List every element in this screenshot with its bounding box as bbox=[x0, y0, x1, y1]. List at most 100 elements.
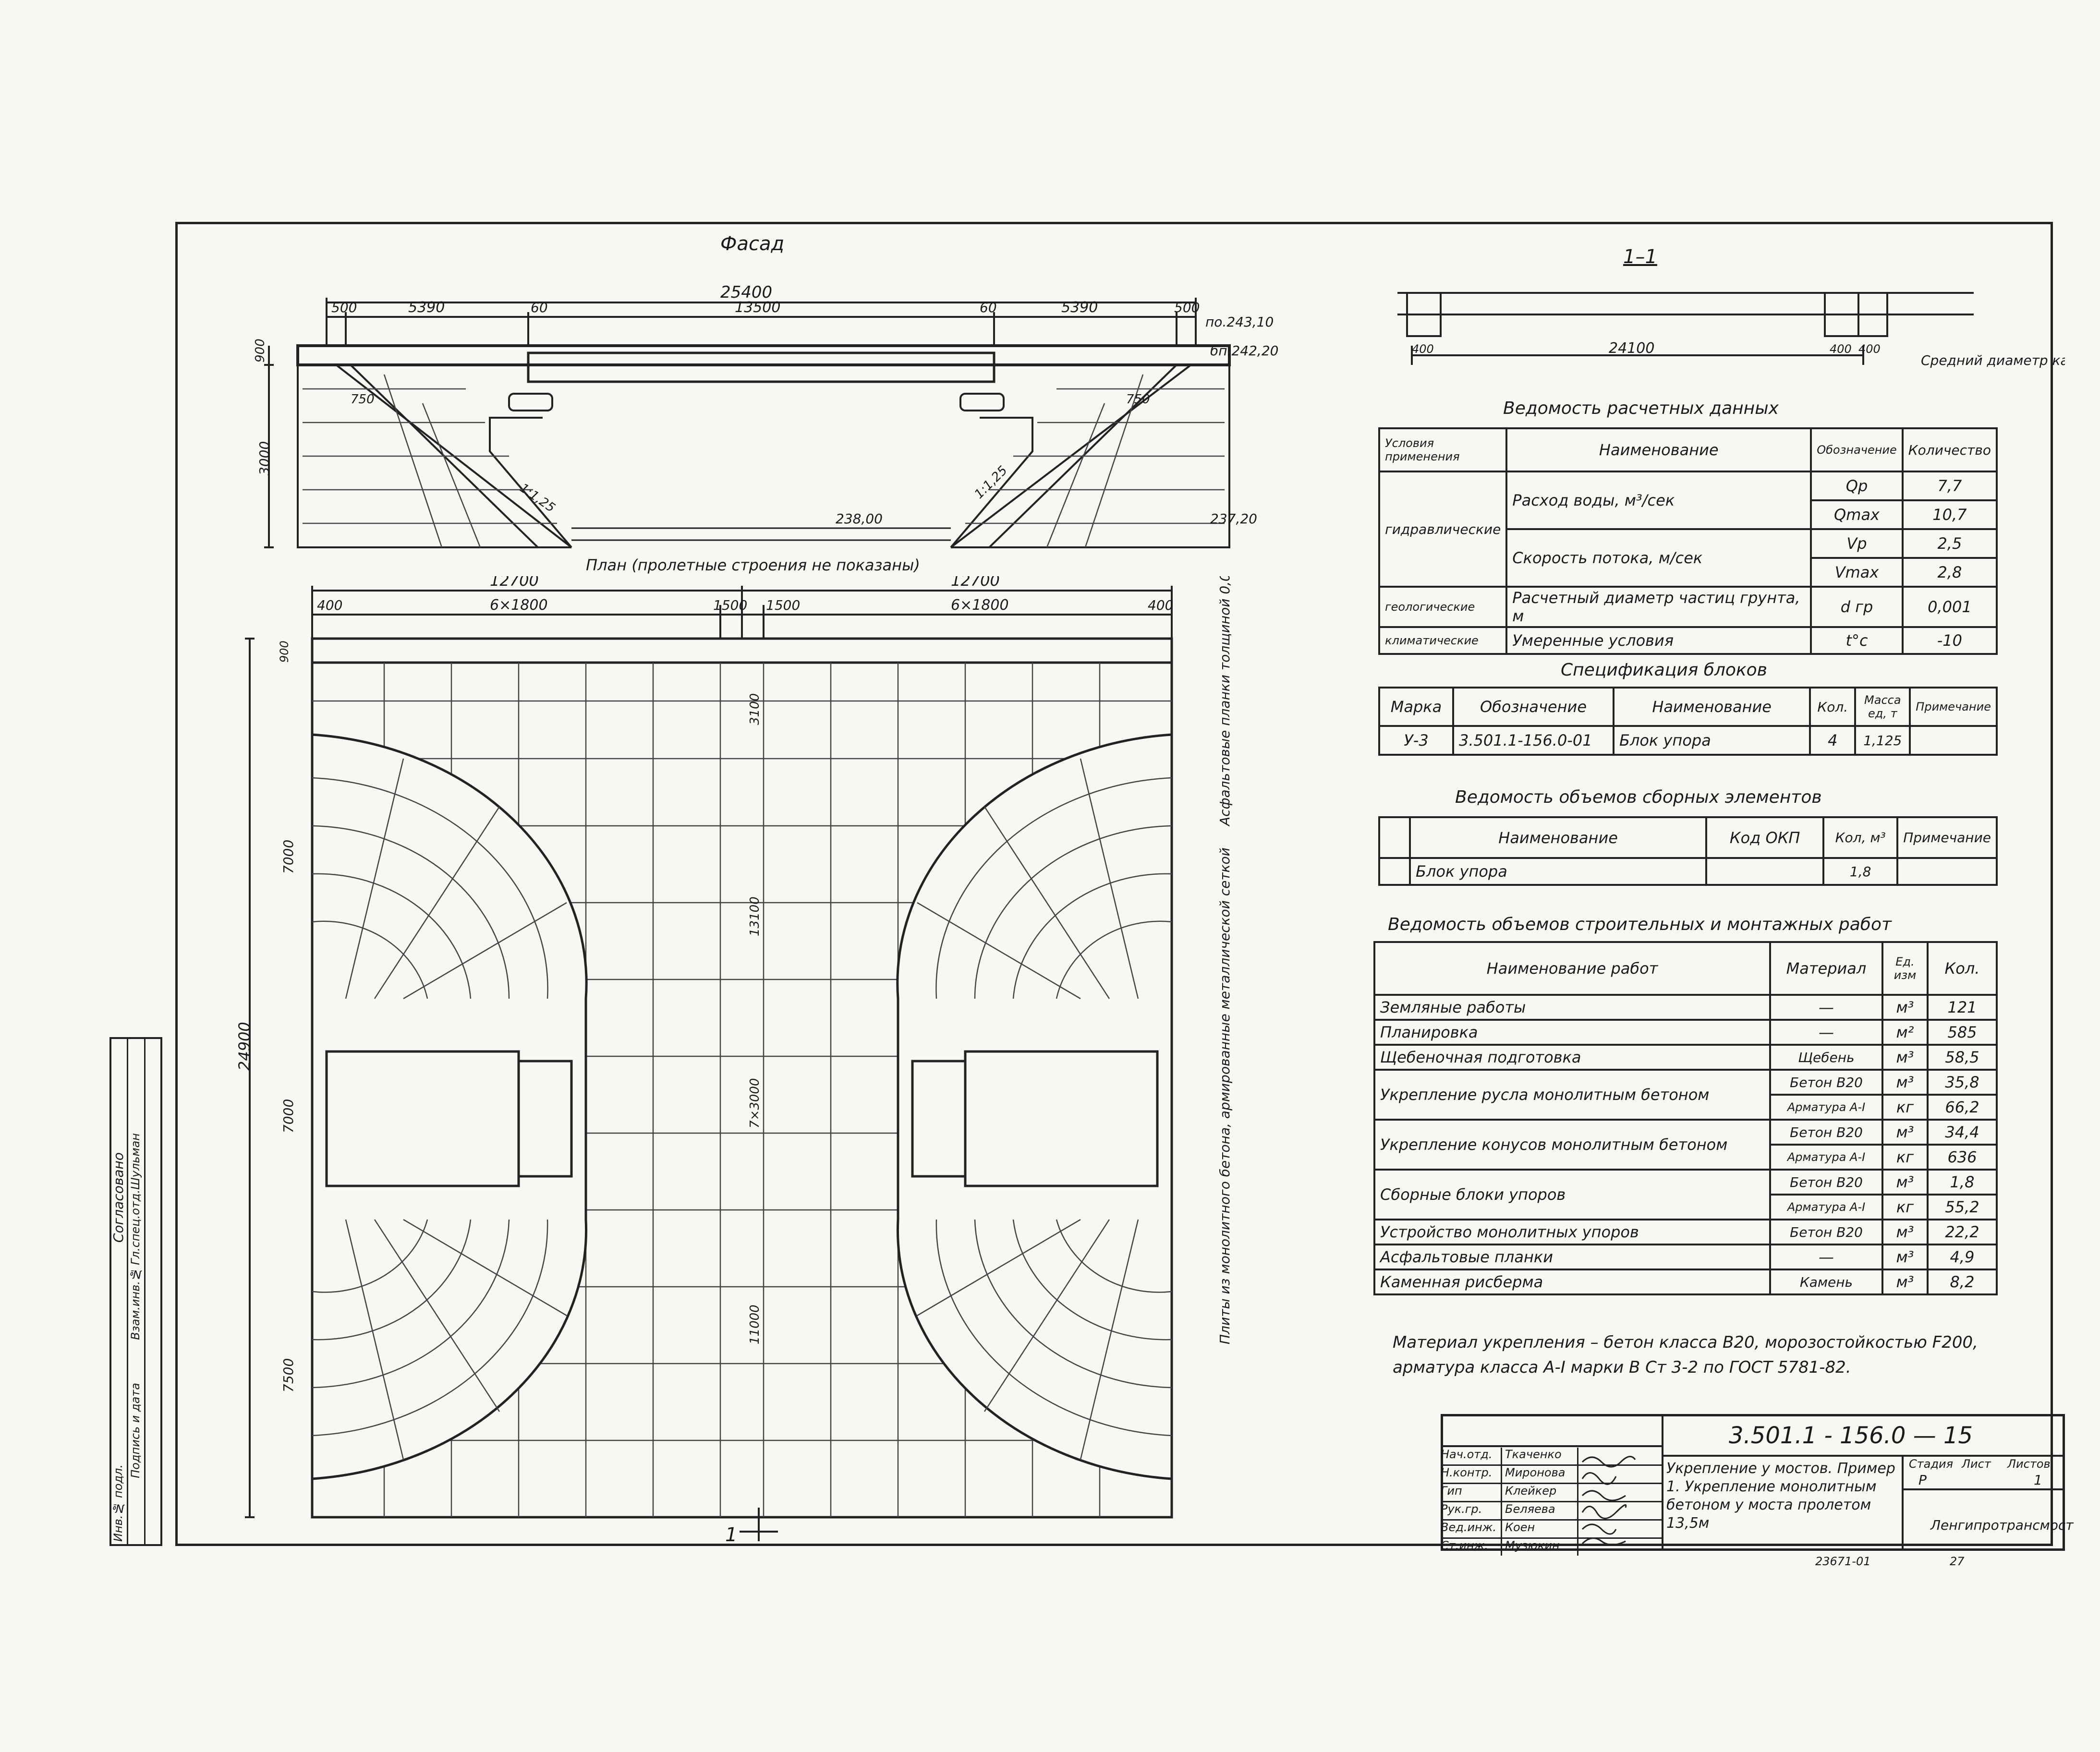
facade-dim: 750 bbox=[1126, 392, 1150, 407]
calc-val: 2,8 bbox=[1901, 557, 1998, 588]
works-cell: 22,2 bbox=[1927, 1219, 1998, 1245]
works-cell: 636 bbox=[1927, 1144, 1998, 1171]
calc-val: 7,7 bbox=[1901, 471, 1998, 501]
material-note: Материал укрепления – бетон класса В20, … bbox=[1393, 1333, 1978, 1377]
stamp-divider bbox=[1902, 1455, 1904, 1551]
margin-label: Подпись и дата bbox=[129, 1383, 142, 1478]
works-cell: 121 bbox=[1927, 994, 1998, 1021]
margin-approved: Согласовано bbox=[110, 1152, 126, 1243]
plan-note-asphalt: Асфальтовые планки толщиной 0,03 м bbox=[1217, 576, 1233, 827]
plan-dim: 13100 bbox=[748, 896, 762, 936]
stamp-sheets: 1 bbox=[2034, 1472, 2042, 1488]
works-cell: м³ bbox=[1882, 1069, 1929, 1096]
signatures bbox=[1581, 1456, 1636, 1546]
spec-table: Марка Обозначение Наименование Кол. Масс… bbox=[1378, 687, 1998, 756]
works-cell: Арматура А-I bbox=[1769, 1144, 1883, 1171]
calc-header: Условия применения bbox=[1378, 427, 1508, 472]
margin-label: Взам.инв.№ bbox=[129, 1268, 142, 1340]
works-cell: кг bbox=[1882, 1144, 1929, 1171]
calc-header: Количество bbox=[1901, 427, 1998, 472]
works-cell: м³ bbox=[1882, 1169, 1929, 1196]
calc-sym: d гр bbox=[1810, 586, 1904, 628]
stamp-role: Рук.гр. bbox=[1441, 1502, 1502, 1519]
prefab-header: Код ОКП bbox=[1705, 816, 1825, 859]
prefab-header: Кол, м³ bbox=[1822, 816, 1899, 859]
stamp-stage: Р bbox=[1918, 1472, 1927, 1488]
spec-cell: 3.501.1-156.0-01 bbox=[1452, 725, 1614, 756]
title-block bbox=[1441, 1414, 2065, 1551]
spec-header: Наименование bbox=[1612, 687, 1811, 727]
section-drawing: 24100 400 400 400 Средний диаметр камня … bbox=[1397, 292, 2065, 368]
works-cell: 585 bbox=[1927, 1019, 1998, 1046]
spec-cell: 4 bbox=[1809, 725, 1857, 756]
calc-sym: Vр bbox=[1810, 528, 1904, 559]
section-mark: 1 bbox=[725, 1524, 737, 1546]
plan-title: План (пролетные строения не показаны) bbox=[586, 556, 920, 574]
spec-table-title: Спецификация блоков bbox=[1561, 660, 1767, 680]
works-cell: 8,2 bbox=[1927, 1269, 1998, 1295]
facade-slope: 1:1,25 bbox=[972, 463, 1010, 502]
section-title: 1–1 bbox=[1623, 246, 1657, 268]
calc-table-title: Ведомость расчетных данных bbox=[1503, 399, 1779, 418]
facade-elevation: 238,00 bbox=[836, 511, 883, 527]
prefab-spacer bbox=[1378, 857, 1411, 886]
works-cell: Щебень bbox=[1769, 1044, 1883, 1071]
facade-elevation: 237,20 bbox=[1210, 511, 1257, 527]
works-cell: Укрепление русла монолитным бетоном bbox=[1373, 1069, 1771, 1121]
drawing-frame bbox=[175, 222, 2053, 1546]
left-margin-strip bbox=[109, 1037, 162, 1546]
section-dim: 400 bbox=[1830, 342, 1852, 356]
prefab-cell bbox=[1705, 857, 1825, 886]
works-header: Кол. bbox=[1927, 941, 1998, 996]
section-stone-label: Средний диаметр камня dк=0,15м bbox=[1921, 352, 2065, 368]
calc-val: 10,7 bbox=[1901, 499, 1998, 530]
stamp-org: Ленгипротрансмост bbox=[1930, 1517, 2074, 1533]
works-cell: Устройство монолитных упоров bbox=[1373, 1219, 1771, 1245]
facade-title: Фасад bbox=[720, 233, 785, 255]
works-cell: м³ bbox=[1882, 1269, 1929, 1295]
calc-sym: Qmax bbox=[1810, 499, 1904, 530]
spec-header: Марка bbox=[1378, 687, 1454, 727]
calc-val: -10 bbox=[1901, 626, 1998, 655]
works-cell: кг bbox=[1882, 1194, 1929, 1220]
facade-dim: 5390 bbox=[408, 299, 445, 316]
calc-sym: t°c bbox=[1810, 626, 1904, 655]
spec-cell bbox=[1909, 725, 1998, 756]
prefab-header: Примечание bbox=[1896, 816, 1998, 859]
plan-dim: 3100 bbox=[748, 693, 762, 725]
works-cell: — bbox=[1769, 994, 1883, 1021]
facade-dim: 60 bbox=[980, 300, 997, 315]
prefab-table-title: Ведомость объемов сборных элементов bbox=[1455, 787, 1822, 807]
calc-sym: Vmax bbox=[1810, 557, 1904, 588]
plan-dim: 12700 bbox=[951, 576, 1000, 590]
works-cell: м³ bbox=[1882, 1044, 1929, 1071]
section-dim: 400 bbox=[1858, 342, 1881, 356]
stamp-sheets-header: Листов bbox=[2007, 1457, 2051, 1471]
facade-drawing: 25400 500 5390 60 13500 60 5390 500 по.2… bbox=[253, 283, 1278, 548]
plan-dim: 7000 bbox=[280, 1099, 296, 1133]
works-cell: Бетон В20 bbox=[1769, 1119, 1883, 1146]
plan-dim: 11000 bbox=[748, 1305, 762, 1344]
plan-dim: 12700 bbox=[490, 576, 539, 590]
stamp-person: Беляева bbox=[1502, 1502, 1578, 1519]
facade-dim: 900 bbox=[253, 338, 267, 362]
plan-dim: 6×1800 bbox=[951, 597, 1009, 614]
plan-dim: 6×1800 bbox=[490, 597, 548, 614]
stamp-person: Клейкер bbox=[1502, 1484, 1578, 1501]
works-header: Наименование работ bbox=[1373, 941, 1771, 996]
stamp-sheet-header: Лист bbox=[1962, 1457, 1991, 1471]
facade-dim: 500 bbox=[1174, 300, 1200, 315]
plan-dim: 400 bbox=[317, 597, 342, 613]
plan-dim: 7500 bbox=[280, 1358, 296, 1392]
stamp-divider bbox=[1662, 1414, 1663, 1551]
calc-val: 0,001 bbox=[1901, 586, 1998, 628]
calc-name: Умеренные условия bbox=[1505, 626, 1812, 655]
calc-table: Условия применения Наименование Обозначе… bbox=[1378, 427, 1998, 655]
plan-dim: 400 bbox=[1148, 597, 1173, 613]
spec-cell: Блок упора bbox=[1612, 725, 1811, 756]
works-cell: Земляные работы bbox=[1373, 994, 1771, 1021]
prefab-cell: 1,8 bbox=[1822, 857, 1899, 886]
works-cell: м³ bbox=[1882, 994, 1929, 1021]
spec-header: Кол. bbox=[1809, 687, 1857, 727]
facade-dim: 750 bbox=[351, 392, 375, 407]
